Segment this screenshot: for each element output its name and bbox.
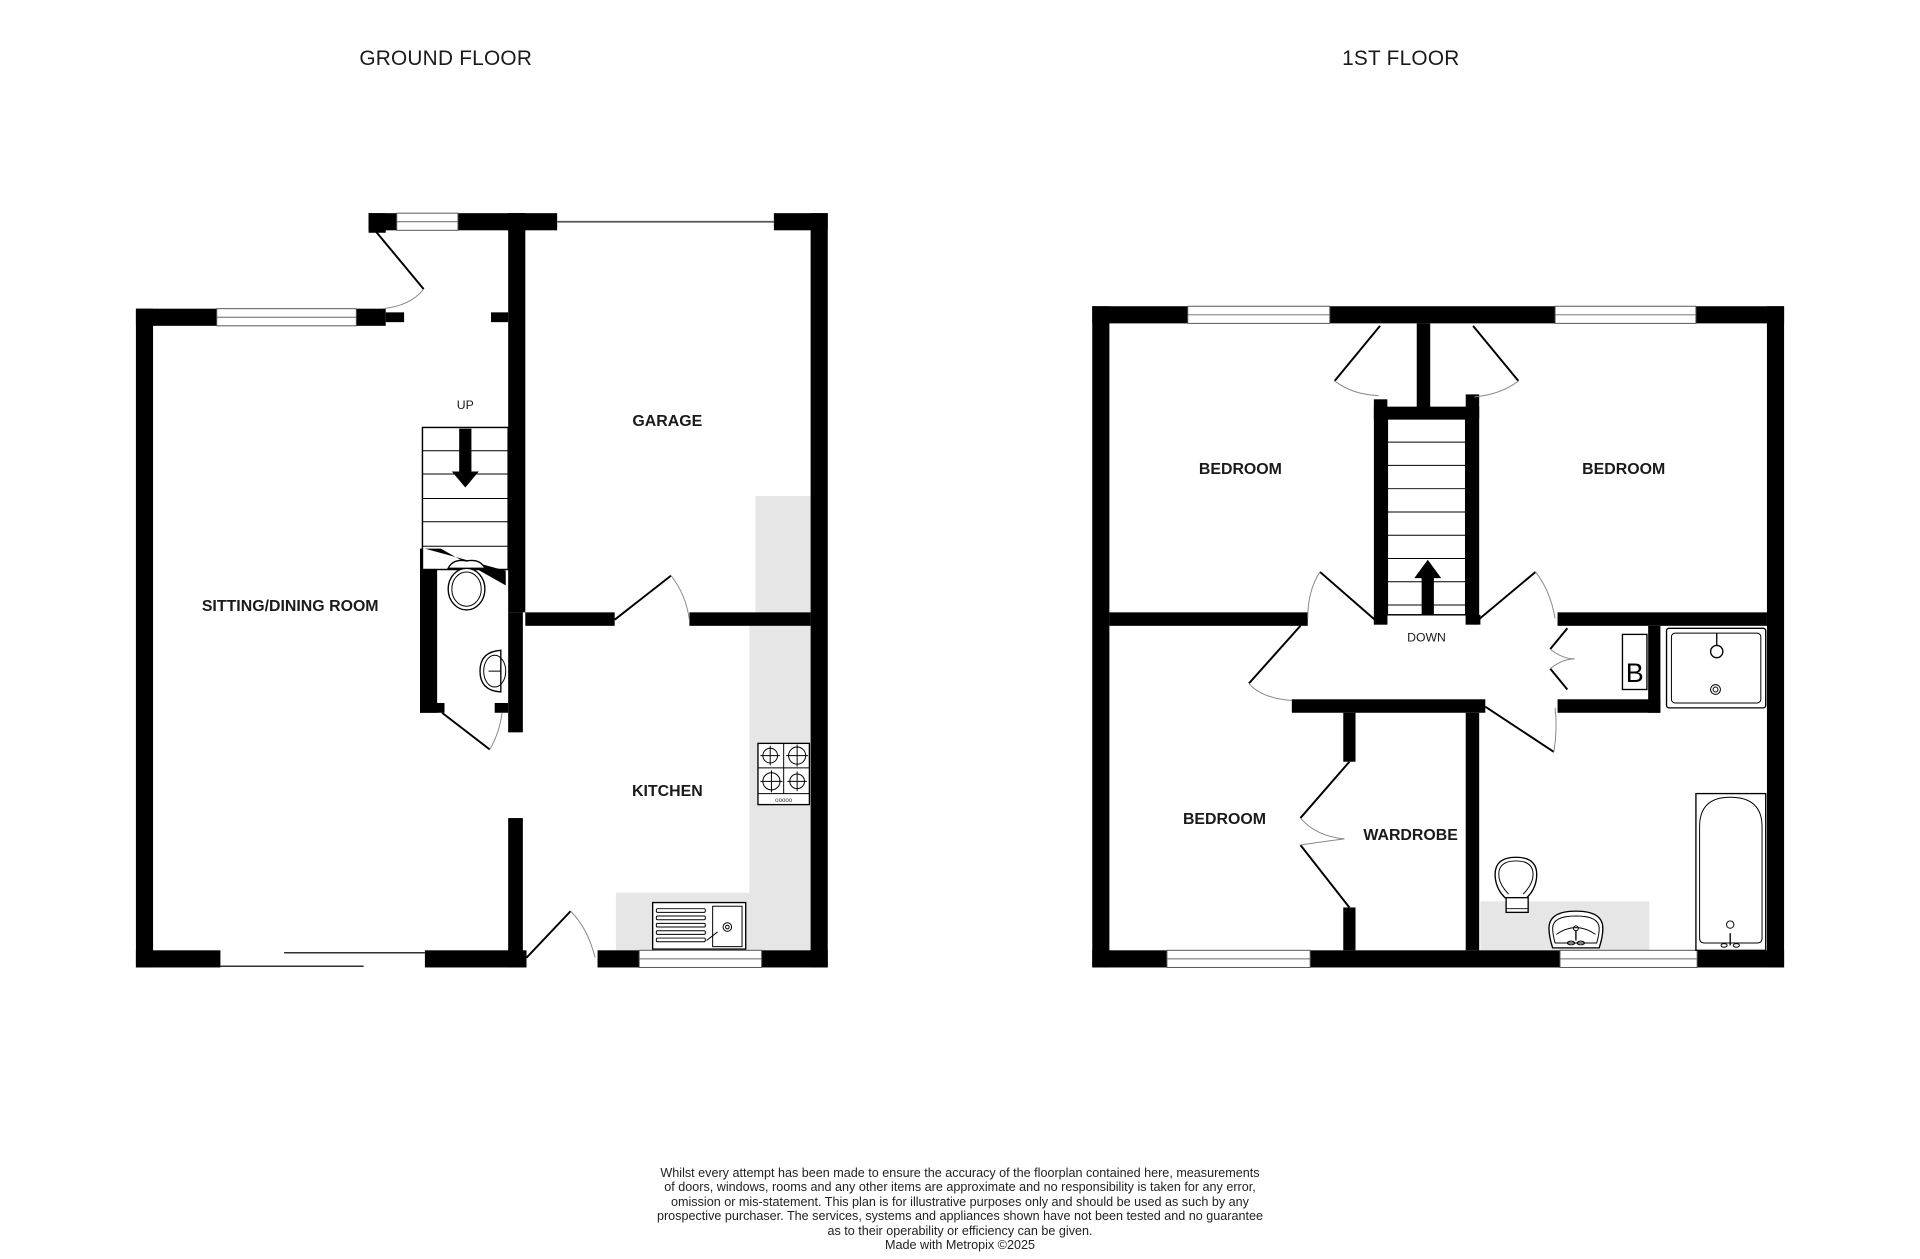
kitchen-sink <box>651 901 747 950</box>
room-label-bedroom-2: BEDROOM <box>1582 461 1665 478</box>
disclaimer-line: prospective purchaser. The services, sys… <box>656 1209 1264 1224</box>
room-label-sitting-dining: SITTING/DINING ROOM <box>202 598 379 615</box>
room-label-garage: GARAGE <box>632 413 702 430</box>
stairs-up-label: UP <box>457 398 474 412</box>
ground-floor-title: GROUND FLOOR <box>359 47 532 70</box>
boiler: B <box>1621 633 1648 691</box>
disclaimer-text: Whilst every attempt has been made to en… <box>0 1166 1920 1252</box>
disclaimer-line: of doors, windows, rooms and any other i… <box>664 1180 1256 1195</box>
ground-stairs: UP <box>421 398 509 586</box>
bathroom-toilet <box>1494 856 1538 914</box>
stairs-down-label: DOWN <box>1407 631 1446 645</box>
ground-windows <box>216 212 763 968</box>
wc-toilet <box>447 559 486 611</box>
first-walls <box>1092 306 1785 968</box>
stairs-arrow <box>1421 575 1434 615</box>
first-floor: 1ST FLOOR <box>1092 47 1785 968</box>
bathtub <box>1695 792 1767 951</box>
first-floor-title: 1ST FLOOR <box>1342 47 1459 70</box>
room-label-bedroom-1: BEDROOM <box>1199 461 1282 478</box>
first-stairs: DOWN <box>1373 418 1481 645</box>
stairs-arrow <box>459 428 472 476</box>
disclaimer-line: Whilst every attempt has been made to en… <box>660 1166 1260 1180</box>
bathroom-basin <box>1548 910 1604 949</box>
patio-sliding-door <box>220 951 425 968</box>
room-label-wardrobe: WARDROBE <box>1363 827 1458 844</box>
ground-walls <box>135 213 828 968</box>
svg-text:ooooo: ooooo <box>775 797 793 804</box>
ground-doors <box>375 230 690 959</box>
room-label-bedroom-3: BEDROOM <box>1183 811 1266 828</box>
room-label-kitchen: KITCHEN <box>632 783 703 800</box>
kitchen-hob: ooooo <box>757 742 811 806</box>
disclaimer-line: omission or mis-statement. This plan is … <box>671 1194 1249 1209</box>
made-with-credit: Made with Metropix ©2025 <box>885 1238 1035 1253</box>
disclaimer-line: as to their operability or efficiency ca… <box>827 1223 1093 1238</box>
ground-floor: GROUND FLOOR <box>135 47 828 968</box>
garage-worktop <box>755 496 811 613</box>
wc-basin <box>479 649 507 693</box>
first-doors <box>1248 325 1575 909</box>
first-windows <box>1166 305 1698 968</box>
boiler-label: B <box>1626 658 1644 688</box>
shower-tray <box>1665 627 1767 709</box>
